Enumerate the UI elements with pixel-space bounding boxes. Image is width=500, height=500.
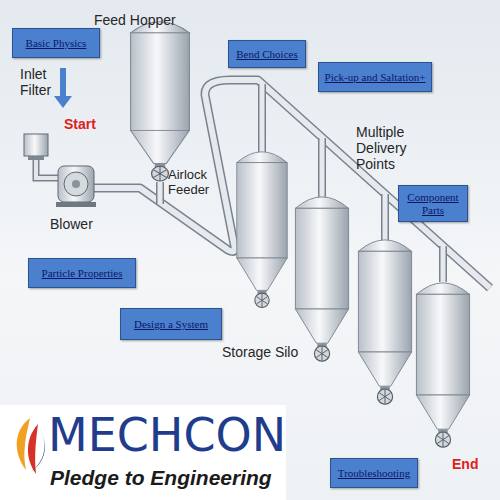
storage-silo — [237, 152, 287, 308]
feed-hopper — [131, 22, 190, 181]
flow-arrow — [54, 68, 72, 108]
button-text: Bend Choices — [236, 48, 297, 61]
part-label: Inlet Filter — [20, 66, 58, 98]
part-label: End — [452, 456, 492, 472]
link-button: Pick-up and Saltation+ — [318, 62, 432, 92]
logo-text: Pledge to Engineering — [50, 466, 284, 490]
logo-flame — [17, 418, 45, 474]
button-text: Basic Physics — [26, 37, 87, 50]
part-label: Multiple Delivery Points — [356, 124, 448, 172]
storage-silo — [358, 240, 411, 404]
button-text: Design a System — [134, 318, 208, 331]
button-text: Component Parts — [404, 191, 462, 216]
button-text: Troubleshooting — [338, 467, 410, 480]
storage-silo — [295, 197, 348, 361]
logo-text: MECHCON — [48, 412, 284, 458]
part-label: Blower — [50, 216, 110, 232]
part-label: Storage Silo — [222, 344, 312, 360]
link-button: Particle Properties — [28, 258, 136, 288]
link-button: Troubleshooting — [330, 458, 418, 488]
part-label: Feed Hopper — [94, 12, 194, 28]
blower — [24, 134, 96, 207]
link-button: Component Parts — [398, 185, 468, 222]
button-text: Pick-up and Saltation+ — [325, 71, 426, 84]
button-text: Particle Properties — [42, 267, 123, 280]
part-label: Start — [64, 116, 114, 132]
link-button: Basic Physics — [12, 28, 100, 58]
link-button: Bend Choices — [228, 40, 306, 68]
part-label: Airlock Feeder — [168, 168, 218, 198]
link-button: Design a System — [120, 308, 222, 340]
logo-panel — [0, 405, 286, 500]
storage-silo — [416, 283, 469, 447]
